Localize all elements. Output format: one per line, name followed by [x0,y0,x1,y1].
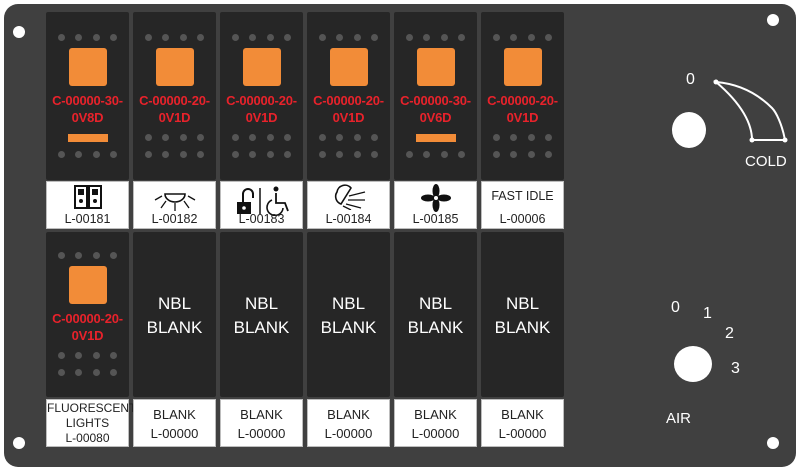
air-label: AIR [666,410,692,427]
switch-label-3: L-00183 [220,181,303,229]
mounting-hole [767,14,779,26]
switch-label-6: FAST IDLE L-00006 [481,181,564,229]
switch-label-5: L-00185 [394,181,477,229]
fan-icon [420,184,451,212]
label-title: FAST IDLE [491,189,554,203]
double-door-icon [73,185,102,209]
part-code: C-00000-20-0V1D [313,93,384,125]
rocker-switch-1[interactable]: C-00000-30-0V8D [46,12,129,180]
air-position-3: 3 [731,360,740,377]
switch-label-2: L-00182 [133,181,216,229]
rocker-switch-7[interactable]: C-00000-20-0V1D [46,232,129,397]
rocker-switch-5[interactable]: C-00000-30-0V6D [394,12,477,180]
indicator-lamp [68,266,107,304]
indicator-bar [415,134,456,142]
part-code: C-00000-30-0V8D [52,93,123,125]
temp-label: COLD [745,153,787,170]
rocker-switch-4[interactable]: C-00000-20-0V1D [307,12,390,180]
indicator-lamp [242,48,281,86]
indicator-bar [67,134,108,142]
mounting-hole [767,437,779,449]
part-code: C-00000-20-0V1D [226,93,297,125]
mounting-hole [13,26,25,38]
rocker-switch-6[interactable]: C-00000-20-0V1D [481,12,564,180]
indicator-lamp [155,48,194,86]
switch-label-1: L-00181 [46,181,129,229]
air-position-1: 1 [703,305,712,322]
temp-zero-label: 0 [686,71,695,88]
mounting-hole [13,437,25,449]
rocker-switch-3[interactable]: C-00000-20-0V1D [220,12,303,180]
rocker-switch-2[interactable]: C-00000-20-0V1D [133,12,216,180]
indicator-lamp [68,48,107,86]
dome-light-icon [154,193,195,211]
indicator-lamp [416,48,455,86]
part-code: C-00000-20-0V1D [52,311,123,343]
switch-label-7: FLUORESCENT LIGHTS L-00080 [46,399,137,447]
temp-knob[interactable] [672,112,706,148]
air-position-2: 2 [725,325,734,342]
air-position-0: 0 [671,299,680,316]
part-code: C-00000-30-0V6D [400,93,471,125]
temp-range-arc [712,79,788,143]
lock-wheelchair-icon [236,186,289,216]
flood-light-icon [334,184,365,210]
part-code: C-00000-20-0V1D [139,93,210,125]
switch-label-4: L-00184 [307,181,390,229]
part-code: C-00000-20-0V1D [487,93,558,125]
indicator-lamp [329,48,368,86]
air-knob[interactable] [674,346,712,382]
indicator-lamp [503,48,542,86]
